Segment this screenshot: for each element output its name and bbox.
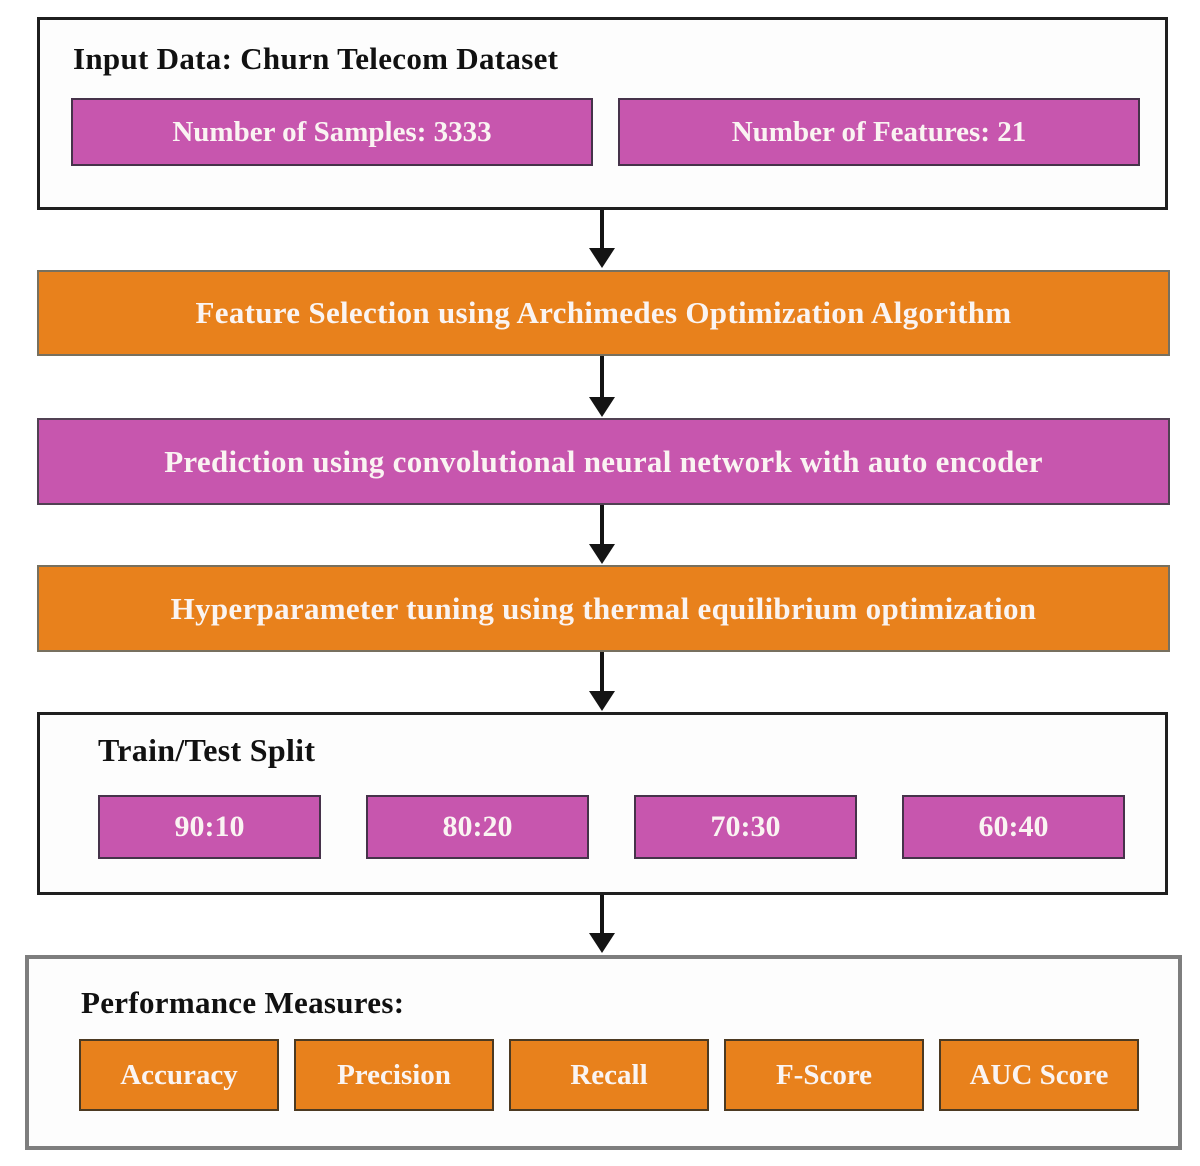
split-ratio-70-30: 70:30 bbox=[634, 795, 857, 859]
train-test-split-title: Train/Test Split bbox=[98, 732, 316, 768]
arrow-prediction-to-tuning bbox=[589, 505, 615, 564]
measure-auc-score: AUC Score bbox=[939, 1039, 1139, 1111]
arrow-line bbox=[600, 652, 604, 691]
num-features-box: Number of Features: 21 bbox=[618, 98, 1140, 166]
feature-selection-step: Feature Selection using Archimedes Optim… bbox=[37, 270, 1170, 356]
arrow-head-icon bbox=[589, 397, 615, 417]
input-data-title: Input Data: Churn Telecom Dataset bbox=[73, 41, 559, 76]
arrow-head-icon bbox=[589, 248, 615, 268]
arrow-split-to-performance bbox=[589, 895, 615, 953]
performance-measures-title: Performance Measures: bbox=[81, 985, 405, 1020]
input-pill-row: Number of Samples: 3333 Number of Featur… bbox=[71, 98, 1140, 166]
arrow-input-to-feature-selection bbox=[589, 210, 615, 268]
arrow-head-icon bbox=[589, 933, 615, 953]
split-ratio-90-10: 90:10 bbox=[98, 795, 321, 859]
arrow-line bbox=[600, 505, 604, 544]
measure-recall: Recall bbox=[509, 1039, 709, 1111]
arrow-line bbox=[600, 356, 604, 397]
measure-f-score: F-Score bbox=[724, 1039, 924, 1111]
num-samples-box: Number of Samples: 3333 bbox=[71, 98, 593, 166]
split-ratio-row: 90:10 80:20 70:30 60:40 bbox=[98, 795, 1125, 859]
arrow-head-icon bbox=[589, 544, 615, 564]
input-data-section: Input Data: Churn Telecom Dataset Number… bbox=[37, 17, 1168, 210]
arrow-tuning-to-split bbox=[589, 652, 615, 711]
split-ratio-60-40: 60:40 bbox=[902, 795, 1125, 859]
hyperparameter-tuning-step: Hyperparameter tuning using thermal equi… bbox=[37, 565, 1170, 652]
measure-precision: Precision bbox=[294, 1039, 494, 1111]
arrow-line bbox=[600, 895, 604, 933]
measure-row: Accuracy Precision Recall F-Score AUC Sc… bbox=[79, 1039, 1139, 1111]
arrow-line bbox=[600, 210, 604, 248]
train-test-split-section: Train/Test Split 90:10 80:20 70:30 60:40 bbox=[37, 712, 1168, 895]
split-ratio-80-20: 80:20 bbox=[366, 795, 589, 859]
prediction-step: Prediction using convolutional neural ne… bbox=[37, 418, 1170, 505]
performance-measures-section: Performance Measures: Accuracy Precision… bbox=[25, 955, 1182, 1150]
measure-accuracy: Accuracy bbox=[79, 1039, 279, 1111]
arrow-head-icon bbox=[589, 691, 615, 711]
arrow-feature-selection-to-prediction bbox=[589, 356, 615, 417]
